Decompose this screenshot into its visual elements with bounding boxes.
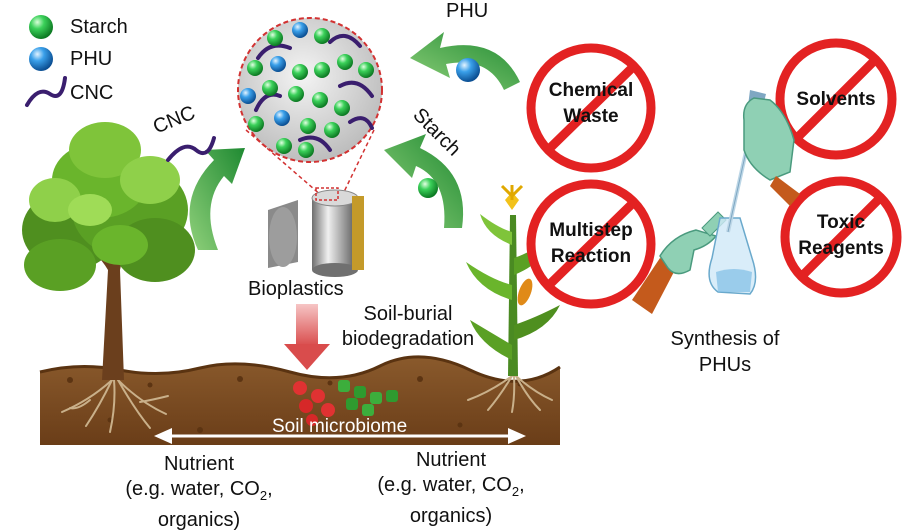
- cnc-input-arrow: [189, 148, 245, 250]
- prohibited-sign-solvents: [775, 38, 897, 160]
- nutrient-left-line1: Nutrient: [163, 453, 235, 475]
- starch-legend-marker-icon: [29, 15, 53, 39]
- legend-label-cnc: CNC: [70, 82, 114, 104]
- floating-starch-sphere-icon: [418, 178, 438, 198]
- nutrient-label-left: Nutrient (e.g. water, CO2, organics): [104, 452, 294, 531]
- label-bioplastics: Bioplastics: [248, 278, 344, 300]
- prohibited-text-chemical-waste: Chemical Waste: [548, 80, 634, 127]
- prohibited-text-solvents: Solvents: [796, 89, 876, 110]
- nutrient-flow-arrow: [154, 428, 526, 444]
- bioplastic-cylinder-icon: [268, 187, 364, 277]
- label-biodegradation: Soil-burial biodegradation: [328, 302, 488, 352]
- tree-roots: [61, 379, 169, 433]
- tree-illustration: [22, 122, 195, 380]
- nutrient-right-line1: Nutrient: [415, 449, 487, 471]
- label-synthesis-line1: Synthesis of: [670, 328, 780, 350]
- label-synthesis-line2: PHUs: [698, 354, 752, 376]
- nutrient-right-line2: (e.g. water, CO2,: [377, 474, 525, 499]
- legend: Starch PHU CNC: [24, 10, 174, 110]
- lab-synthesis-illustration: [632, 90, 800, 314]
- biodegradation-arrow: [284, 304, 330, 370]
- nutrient-left-line2: (e.g. water, CO2,: [125, 478, 273, 503]
- label-biodegradation-line1: Soil-burial: [363, 303, 453, 325]
- label-phu-arrow: PHU: [446, 0, 489, 22]
- legend-label-starch: Starch: [70, 16, 128, 38]
- prohibited-sign-multistep-reaction: [526, 179, 656, 309]
- nutrient-right-line3: organics): [409, 505, 493, 527]
- nutrient-left-line3: organics): [157, 509, 241, 531]
- label-soil-microbiome: Soil microbiome: [272, 416, 408, 437]
- corn-roots: [467, 375, 553, 413]
- legend-label-phu: PHU: [70, 48, 113, 70]
- phu-legend-marker-icon: [29, 47, 53, 71]
- label-biodegradation-line2: biodegradation: [341, 328, 475, 350]
- cnc-legend-marker-icon: [25, 76, 67, 107]
- floating-phu-sphere-icon: [456, 58, 480, 82]
- label-synthesis-of-phus: Synthesis of PHUs: [650, 326, 800, 378]
- prohibited-text-multistep-reaction: Multistep Reaction: [549, 220, 633, 267]
- prohibited-sign-chemical-waste: [526, 43, 656, 173]
- prohibited-sign-toxic-reagents: [780, 176, 902, 298]
- polymer-blend-zoom-circle: [237, 17, 383, 197]
- starch-input-arrow: [384, 134, 464, 228]
- nutrient-label-right: Nutrient (e.g. water, CO2, organics): [356, 448, 546, 529]
- soil-microbes-icon: [293, 380, 398, 426]
- prohibited-text-toxic-reagents: Toxic Reagents: [798, 212, 884, 259]
- floating-cnc-fiber-icon: [166, 136, 216, 162]
